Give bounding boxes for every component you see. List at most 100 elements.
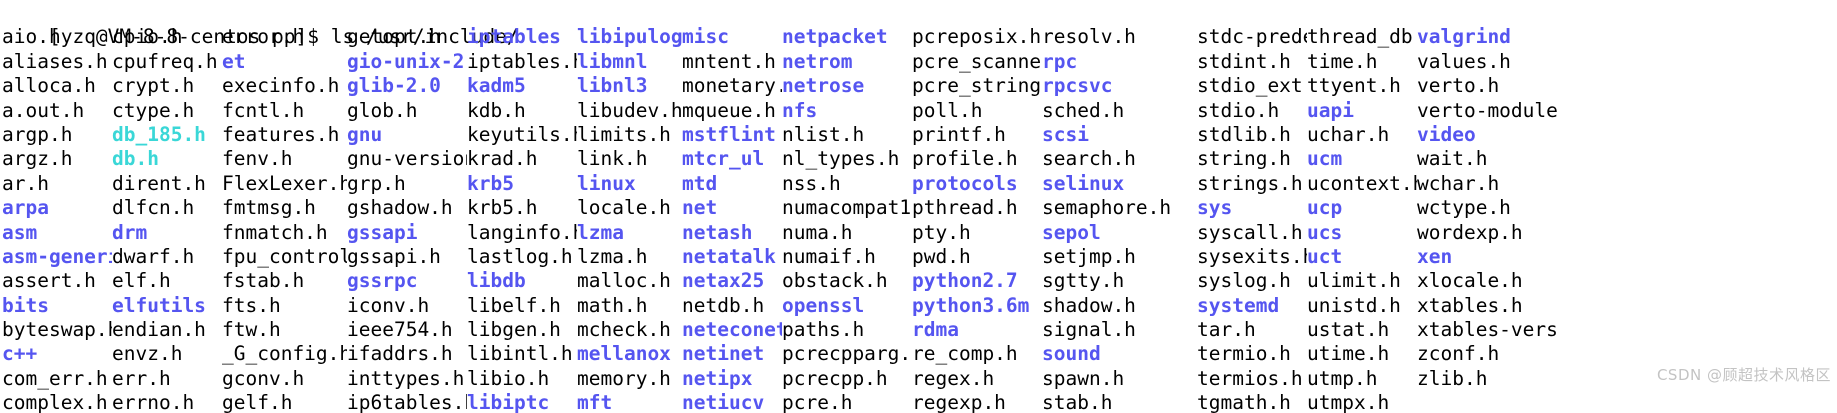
- ls-output-cell: syscall.h: [1197, 221, 1307, 245]
- ls-output-cell: memory.h: [577, 367, 682, 391]
- ls-output-cell: wait.h: [1417, 147, 1557, 171]
- file-entry: libudev.h: [577, 98, 682, 122]
- ls-output-cell: gconv.h: [222, 367, 347, 391]
- file-entry: libgen.h: [467, 318, 561, 342]
- file-entry: paths.h: [782, 318, 865, 342]
- directory-entry: netrom: [782, 49, 853, 73]
- ls-output-cell: utmp.h: [1307, 367, 1417, 391]
- ls-output-cell: tgmath.h: [1197, 391, 1307, 413]
- file-entry: pcreposix.h: [912, 25, 1042, 49]
- ls-output-cell: libio.h: [467, 367, 577, 391]
- directory-entry: mft: [577, 391, 613, 413]
- ls-output-cell: sysexits.h: [1197, 245, 1307, 269]
- file-entry: semaphore.h: [1042, 196, 1172, 220]
- file-entry: tar.h: [1197, 318, 1256, 342]
- ls-output-cell: fenv.h: [222, 147, 347, 171]
- file-entry: strings.h: [1197, 171, 1303, 195]
- file-entry: libintl.h: [467, 342, 573, 366]
- ls-output-cell: link.h: [577, 147, 682, 171]
- ls-output-cell: ucp: [1307, 196, 1417, 220]
- file-entry: locale.h: [577, 196, 671, 220]
- file-entry: fenv.h: [222, 147, 293, 171]
- ls-output-cell: glob.h: [347, 99, 467, 123]
- file-entry: xtables-version.h: [1417, 318, 1557, 342]
- ls-output-cell: mtd: [682, 172, 782, 196]
- directory-entry: systemd: [1197, 293, 1280, 317]
- file-entry: utmpx.h: [1307, 391, 1390, 413]
- directory-entry: asm-generic: [2, 244, 112, 268]
- ls-output-row: aliases.hcpufreq.hetgio-unix-2.0iptables…: [0, 50, 1837, 74]
- ls-output-cell: scsi: [1042, 123, 1197, 147]
- file-entry: byteswap.h: [2, 318, 112, 342]
- directory-entry: mellanox: [577, 342, 671, 366]
- ls-output-cell: features.h: [222, 123, 347, 147]
- ls-output-cell: zconf.h: [1417, 342, 1557, 366]
- ls-output-cell: fts.h: [222, 294, 347, 318]
- ls-output-cell: keyutils.h: [467, 123, 577, 147]
- ls-output-cell: xtables.h: [1417, 294, 1557, 318]
- ls-output-cell: xlocale.h: [1417, 269, 1557, 293]
- ls-output-cell: neteconet: [682, 318, 782, 342]
- file-entry: signal.h: [1042, 318, 1136, 342]
- file-entry: xtables.h: [1417, 293, 1523, 317]
- directory-entry: selinux: [1042, 171, 1125, 195]
- ls-output-cell: systemd: [1197, 294, 1307, 318]
- ls-output-cell: elf.h: [112, 269, 222, 293]
- file-entry: sgtty.h: [1042, 269, 1125, 293]
- ls-output-cell: err.h: [112, 367, 222, 391]
- file-entry: memory.h: [577, 366, 671, 390]
- file-entry: profile.h: [912, 147, 1018, 171]
- file-entry: gnu-versions.h: [347, 147, 467, 171]
- directory-entry: rpcsvc: [1042, 74, 1113, 98]
- directory-entry: python3.6m: [912, 293, 1030, 317]
- file-entry: utmp.h: [1307, 366, 1378, 390]
- file-entry: gelf.h: [222, 391, 293, 413]
- ls-output-cell: tar.h: [1197, 318, 1307, 342]
- command-prompt-line: [yzq@VM-8-8-centos pp]$ ls /usr/include/: [0, 1, 1837, 48]
- file-entry: stdc-predef.h: [1197, 25, 1307, 49]
- ls-output-cell: ucs: [1307, 221, 1417, 245]
- directory-entry: glib-2.0: [347, 74, 441, 98]
- file-entry: iconv.h: [347, 293, 430, 317]
- ls-output-cell: paths.h: [782, 318, 912, 342]
- ls-output-cell: zlib.h: [1417, 367, 1557, 391]
- ls-output-cell: dlfcn.h: [112, 196, 222, 220]
- ls-output-cell: syslog.h: [1197, 269, 1307, 293]
- ls-output-cell: krb5.h: [467, 196, 577, 220]
- file-entry: string.h: [1197, 147, 1291, 171]
- ls-output-cell: iptables: [467, 25, 577, 49]
- file-entry: err.h: [112, 366, 171, 390]
- ls-output-cell: utime.h: [1307, 342, 1417, 366]
- directory-entry: gio-unix-2.0: [347, 49, 467, 73]
- directory-entry: netatalk: [682, 244, 776, 268]
- ls-output-cell: ieee754.h: [347, 318, 467, 342]
- ls-output-cell: utmpx.h: [1307, 391, 1417, 413]
- file-entry: a.out.h: [2, 98, 85, 122]
- ls-output-cell: iptables.h: [467, 50, 577, 74]
- file-entry: syscall.h: [1197, 220, 1303, 244]
- file-entry: ulimit.h: [1307, 269, 1401, 293]
- ls-output-cell: mellanox: [577, 342, 682, 366]
- file-entry: shadow.h: [1042, 293, 1136, 317]
- file-entry: lzma.h: [577, 244, 648, 268]
- ls-output-cell: gssapi.h: [347, 245, 467, 269]
- ls-output-cell: sched.h: [1042, 99, 1197, 123]
- ls-output-cell: regexp.h: [912, 391, 1042, 413]
- ls-output-cell: ustat.h: [1307, 318, 1417, 342]
- ls-output-cell: inttypes.h: [347, 367, 467, 391]
- directory-entry: sound: [1042, 342, 1101, 366]
- file-entry: unistd.h: [1307, 293, 1401, 317]
- ls-output-cell: stdc-predef.h: [1197, 25, 1307, 49]
- ls-output-cell: values.h: [1417, 50, 1557, 74]
- file-entry: ttyent.h: [1307, 74, 1401, 98]
- ls-output-cell: krad.h: [467, 147, 577, 171]
- file-entry: aliases.h: [2, 49, 108, 73]
- ls-output-cell: xen: [1417, 245, 1557, 269]
- directory-entry: scsi: [1042, 122, 1089, 146]
- ls-output-cell: ar.h: [2, 172, 112, 196]
- ls-output-cell: net: [682, 196, 782, 220]
